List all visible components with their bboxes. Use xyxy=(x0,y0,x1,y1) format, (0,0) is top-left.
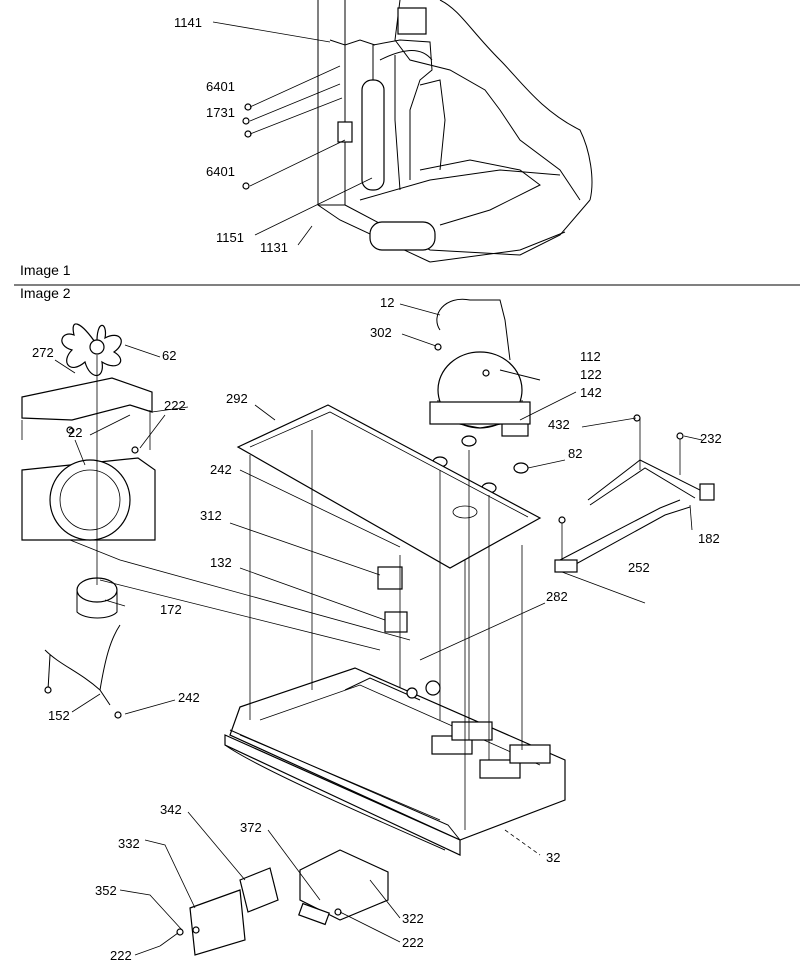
drier-1151-shape xyxy=(361,79,385,191)
fan-blade-62-shape xyxy=(61,323,122,377)
label-272: 272 xyxy=(32,345,54,360)
label-142: 142 xyxy=(580,385,602,400)
valve-1141-shape xyxy=(397,7,427,35)
label-322: 322 xyxy=(402,911,424,926)
label-372: 372 xyxy=(240,820,262,835)
clip-372-shape xyxy=(298,902,330,926)
label-332: 332 xyxy=(118,836,140,851)
label-222-bottom: 222 xyxy=(110,948,132,963)
label-342: 342 xyxy=(160,802,182,817)
label-12: 12 xyxy=(380,295,394,310)
shroud-bracket-272-shape xyxy=(21,377,153,421)
label-312: 312 xyxy=(200,508,222,523)
label-432: 432 xyxy=(548,417,570,432)
label-6401-top: 6401 xyxy=(206,79,235,94)
label-292: 292 xyxy=(226,391,248,406)
label-352: 352 xyxy=(95,883,117,898)
image2-drawing xyxy=(21,298,715,956)
label-62: 62 xyxy=(162,348,176,363)
label-1151: 1151 xyxy=(216,230,244,245)
label-1731: 1731 xyxy=(206,105,235,120)
label-172: 172 xyxy=(160,602,182,617)
label-242-top: 242 xyxy=(210,462,232,477)
label-232: 232 xyxy=(700,431,722,446)
wire-harness-shape xyxy=(554,418,715,573)
screws-image1 xyxy=(242,103,252,190)
label-242-bottom: 242 xyxy=(178,690,200,705)
label-6401-bottom: 6401 xyxy=(206,164,235,179)
switch-342-shape xyxy=(239,867,279,913)
label-282: 282 xyxy=(546,589,568,604)
image1-drawing xyxy=(212,0,593,263)
label-152: 152 xyxy=(48,708,70,723)
base-pan-32-shape xyxy=(224,667,566,856)
label-132: 132 xyxy=(210,555,232,570)
image2-labels: 12 302 112 122 142 272 62 222 22 292 432… xyxy=(32,295,722,963)
label-252: 252 xyxy=(628,560,650,575)
bottom-components-shape xyxy=(159,849,389,956)
cylinder-1131-shape xyxy=(369,221,436,251)
caption-image1: Image 1 xyxy=(20,262,71,278)
label-22: 22 xyxy=(68,425,82,440)
capacitor-312-shape xyxy=(377,566,403,590)
label-182: 182 xyxy=(698,531,720,546)
image1-labels: 1141 6401 1731 6401 1151 1131 xyxy=(174,15,288,255)
caption-image2: Image 2 xyxy=(20,285,71,301)
label-222-top: 222 xyxy=(164,398,186,413)
label-32: 32 xyxy=(546,850,560,865)
label-222-right: 222 xyxy=(402,935,424,950)
label-302: 302 xyxy=(370,325,392,340)
label-1131: 1131 xyxy=(260,240,288,255)
relay-132-shape xyxy=(384,611,408,633)
label-112: 112 xyxy=(580,349,601,364)
screws-image2 xyxy=(44,343,684,719)
compressor-shape xyxy=(429,298,541,437)
label-122: 122 xyxy=(580,367,602,382)
cover-322-shape xyxy=(299,849,389,921)
bracket-shape xyxy=(337,121,353,143)
drain-pan-292-shape xyxy=(236,404,542,569)
label-1141: 1141 xyxy=(174,15,202,30)
label-82: 82 xyxy=(568,446,582,461)
plate-332-shape xyxy=(189,889,246,956)
